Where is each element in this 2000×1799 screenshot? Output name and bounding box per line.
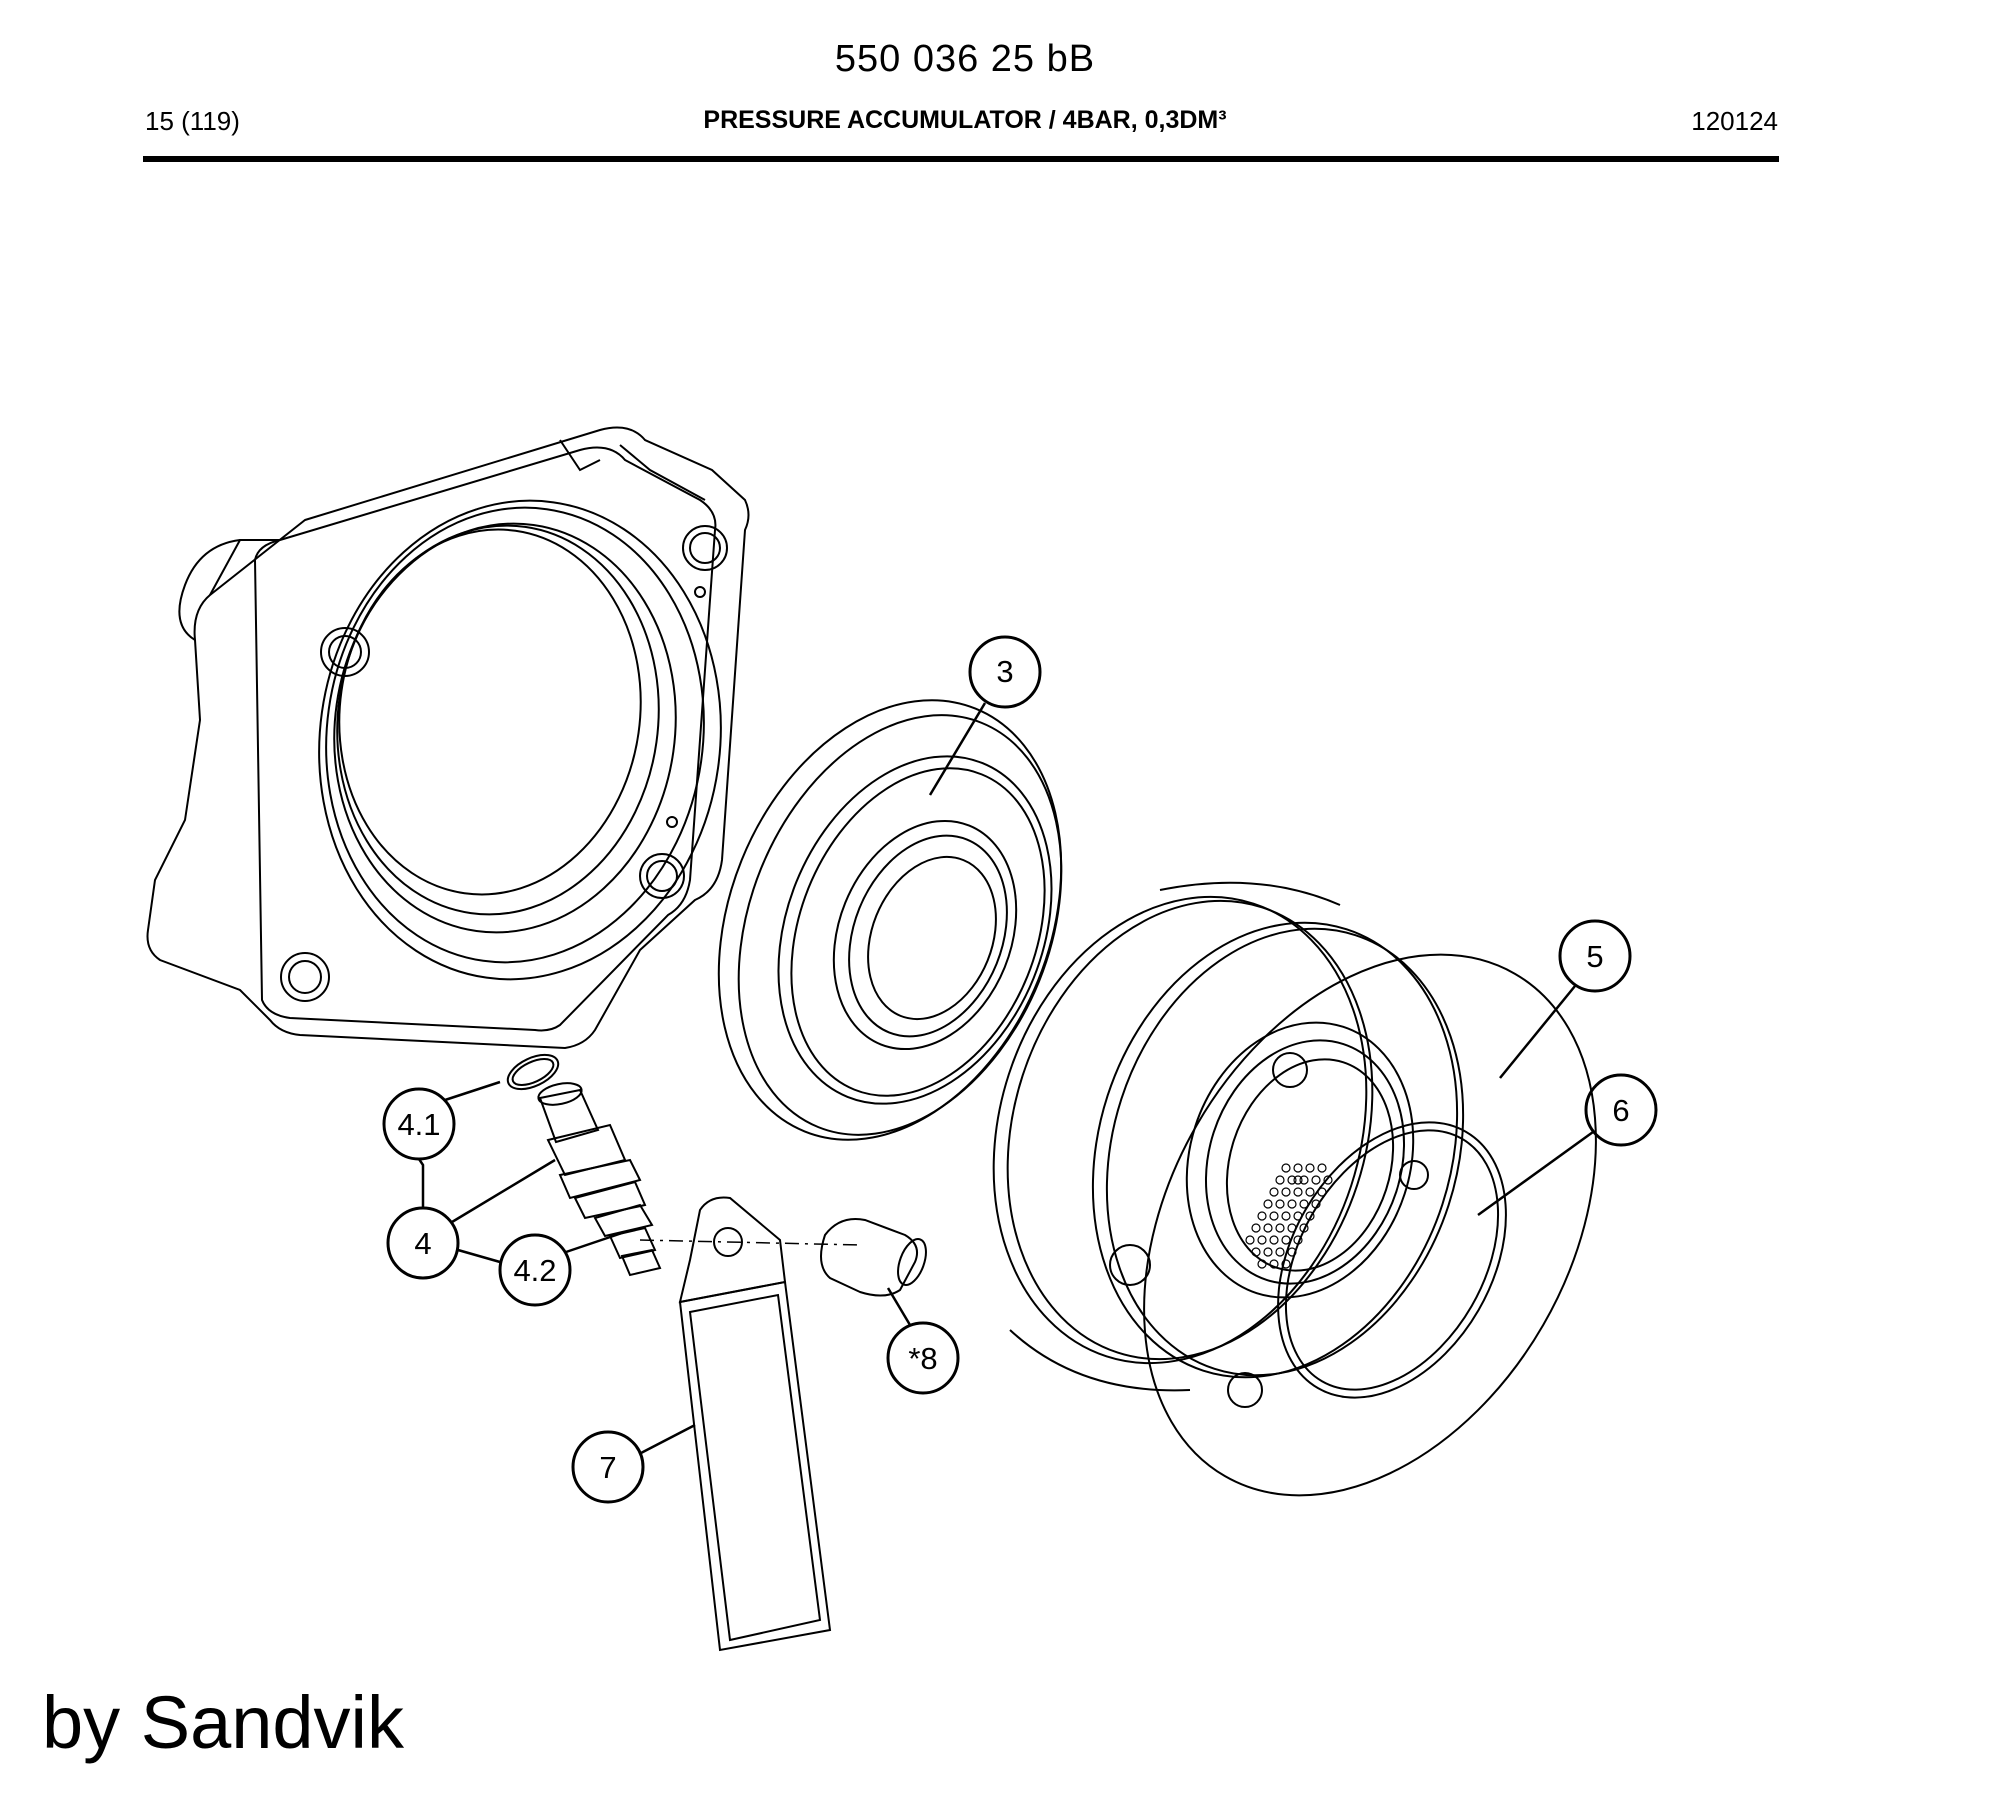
document-number: 550 036 25 bB [834, 38, 1096, 80]
document-date: 120124 [1691, 106, 1778, 136]
callout-label-3: 3 [996, 654, 1013, 689]
callout-label-7: 7 [599, 1450, 616, 1485]
callout-7: 7 [571, 1423, 696, 1504]
callout-4-1: 4.1 [382, 1080, 501, 1161]
callout-5: 5 [1499, 919, 1632, 1079]
protective-cap [820, 1218, 927, 1297]
callout-label-5: 5 [1586, 939, 1603, 974]
page-title: PRESSURE ACCUMULATOR / 4BAR, 0,3DM³ [703, 106, 1227, 134]
callout-4-2: 4.2 [498, 1230, 626, 1307]
callout-label-6: 6 [1612, 1093, 1629, 1128]
callout-6: 6 [1477, 1073, 1658, 1217]
callout-4: 4 [386, 1158, 556, 1280]
diaphragm-plate [717, 699, 1063, 1141]
callout-3: 3 [928, 635, 1042, 796]
page-reference: 15 (119) [145, 106, 240, 136]
valve-fitting [537, 1082, 662, 1277]
housing-flange [146, 426, 750, 1050]
identification-tag [678, 1196, 832, 1652]
thin-disc [1143, 953, 1597, 1497]
callout-label-8: *8 [908, 1341, 937, 1376]
callout-label-4-2: 4.2 [513, 1253, 556, 1288]
callout-8: *8 [886, 1287, 960, 1395]
header-rule [143, 156, 1779, 162]
snap-ring [506, 1053, 560, 1091]
accumulator-body [992, 881, 1465, 1408]
footer-credit: by Sandvik [42, 1681, 404, 1764]
callout-label-4: 4 [414, 1226, 431, 1261]
callout-label-4-1: 4.1 [397, 1107, 440, 1142]
o-ring [1277, 1121, 1507, 1399]
assembly-dash-line [639, 1239, 861, 1246]
